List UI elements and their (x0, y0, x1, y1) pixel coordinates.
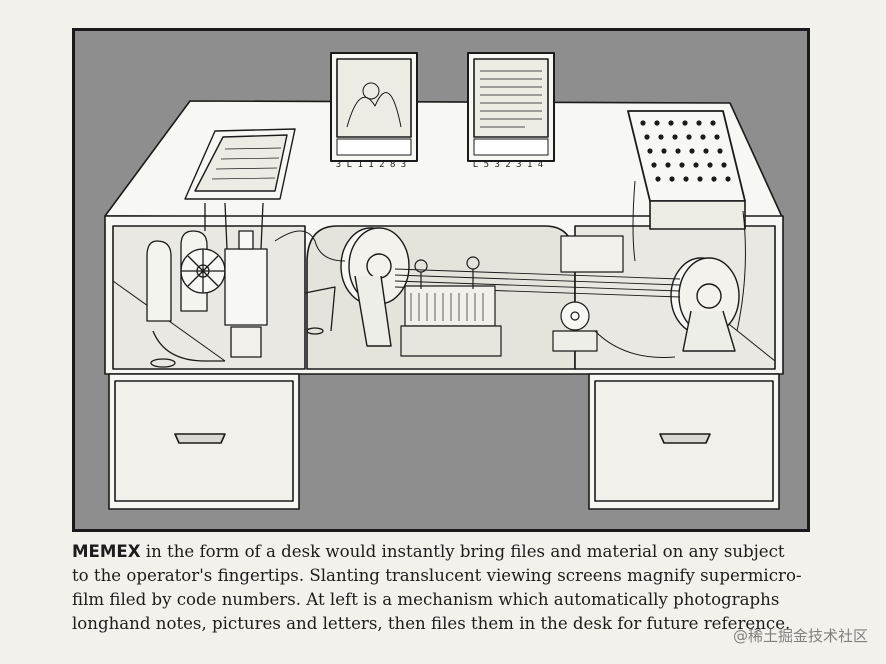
wiring (274, 180, 746, 358)
viewing-screen-right (467, 52, 555, 162)
caption-line-4: longhand notes, pictures and letters, th… (72, 614, 791, 633)
film-reel-left (340, 227, 410, 347)
selector-mechanism (400, 235, 624, 357)
caption-line-1: MEMEX in the form of a desk would instan… (72, 540, 812, 564)
caption-line-1-text: in the form of a desk would instantly br… (140, 542, 785, 561)
photographing-mechanism (146, 202, 336, 368)
photographic-plate (184, 128, 296, 200)
caption-line-3: film filed by code numbers. At left is a… (72, 590, 780, 609)
film-tracks (394, 268, 681, 298)
left-cabinet (112, 225, 306, 370)
figure-caption: MEMEX in the form of a desk would instan… (72, 540, 812, 636)
caption-line-2: to the operator's fingertips. Slanting t… (72, 566, 802, 585)
viewing-screen-left (330, 52, 418, 162)
left-drawer-handle (174, 433, 226, 444)
caption-headword: MEMEX (72, 542, 141, 561)
screen-code-left: 3 L 1 1 2 8 3 (335, 160, 407, 170)
screen-code-right: L 5 3 2 3 1 4 (472, 160, 544, 170)
watermark: @稀土掘金技术社区 (732, 627, 868, 645)
memex-desk-illustration (72, 28, 810, 532)
memex-desk-drawing (104, 52, 784, 510)
keyboard-panel (627, 110, 746, 230)
right-drawer-handle (659, 433, 711, 444)
film-reel-right (670, 257, 740, 352)
